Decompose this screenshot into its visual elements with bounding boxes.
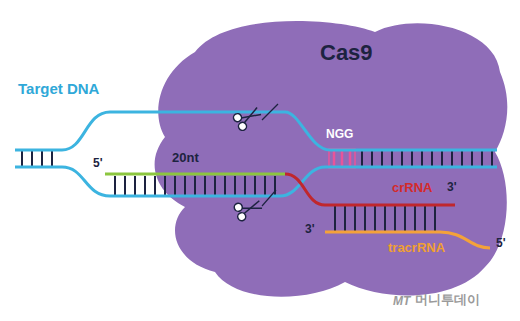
- cut-mark: [262, 190, 276, 206]
- strand-label: 20nt: [172, 150, 199, 166]
- watermark: MT: [393, 294, 410, 308]
- strand-label: 3': [305, 222, 315, 236]
- scissors-icon: [233, 196, 264, 222]
- protein-shape: [155, 21, 508, 297]
- strand-label: Target DNA: [18, 80, 99, 98]
- pam-pairs: [334, 151, 350, 166]
- strand-label: crRNA: [392, 180, 432, 196]
- target-dna-top-strand: [15, 112, 497, 150]
- target-dna-bottom-strand: [15, 167, 497, 196]
- protein-name: Cas9: [320, 40, 373, 66]
- strand-label: NGG: [326, 127, 353, 141]
- strand-label: 5': [496, 236, 506, 250]
- cut-mark: [262, 104, 278, 120]
- scissors-icon: [232, 103, 264, 132]
- strand-label: 5': [93, 156, 103, 170]
- pam-box: [329, 149, 355, 168]
- crrna-strand: [285, 174, 455, 205]
- crrna-guide-strand: [105, 173, 285, 176]
- base-pairs: [22, 151, 492, 231]
- strand-label: tracrRNA: [388, 240, 445, 256]
- watermark: 머니투데이: [415, 292, 480, 308]
- strand-label: 3': [447, 180, 457, 194]
